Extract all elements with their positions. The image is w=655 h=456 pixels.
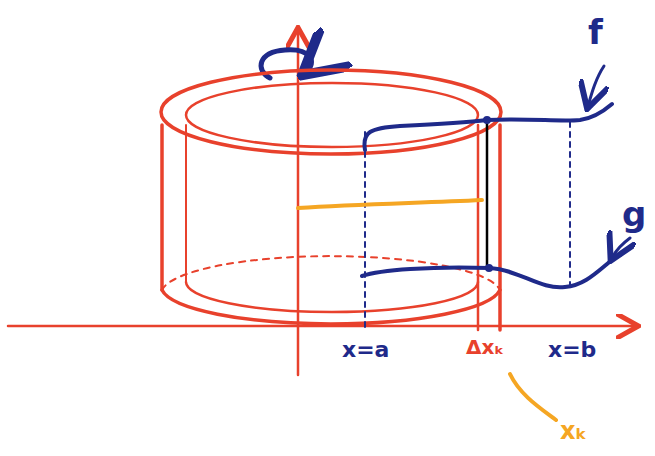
inner-side: [185, 125, 187, 282]
bound-line: [364, 132, 366, 328]
g-pointer: [612, 238, 630, 258]
axis-label: Δxₖ: [466, 336, 504, 358]
f-pointer: [588, 66, 604, 106]
shell-height: [486, 120, 489, 268]
axis-label: x=a: [342, 338, 389, 362]
cylinder-top: [161, 70, 501, 154]
cylinder-side: [498, 125, 502, 330]
inner-side: [477, 125, 480, 330]
cylinder-side: [160, 125, 164, 290]
leader-line: [510, 374, 556, 420]
radius-line: [298, 200, 482, 208]
axis-label: f: [588, 14, 603, 51]
axis-label: x=b: [548, 338, 596, 362]
point: [483, 116, 491, 124]
point: [485, 264, 493, 272]
bound-line: [569, 122, 571, 288]
cylinder-bottom-back: [162, 256, 500, 290]
g-curve: [362, 255, 620, 287]
axis-label: g: [622, 196, 646, 233]
inner-top: [186, 83, 478, 147]
inner-bottom-front: [186, 282, 478, 312]
cylinder-bottom-front: [162, 290, 500, 324]
axis-label: xₖ: [560, 418, 587, 444]
